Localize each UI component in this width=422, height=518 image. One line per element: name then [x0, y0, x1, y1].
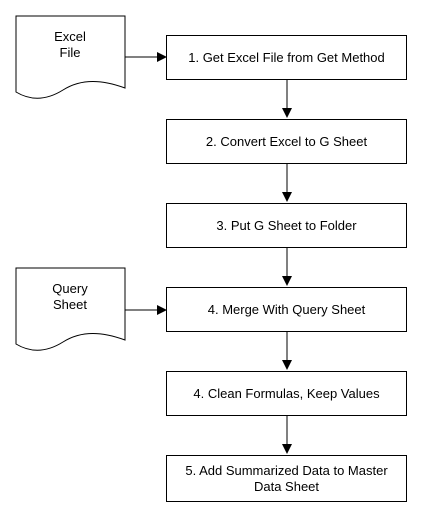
- step-get-excel-file: 1. Get Excel File from Get Method: [166, 35, 407, 80]
- document-shape-excel-file: [15, 15, 126, 99]
- step-put-sheet-to-folder: 3. Put G Sheet to Folder: [166, 203, 407, 248]
- step-clean-formulas: 4. Clean Formulas, Keep Values: [166, 371, 407, 416]
- document-label-excel-file: Excel File: [54, 29, 86, 60]
- step-add-summarized-data: 5. Add Summarized Data to Master Data Sh…: [166, 455, 407, 502]
- step-merge-with-query-sheet: 4. Merge With Query Sheet: [166, 287, 407, 332]
- document-shape-query-sheet: [15, 267, 126, 351]
- document-label-query-sheet: Query Sheet: [52, 281, 88, 312]
- step-convert-excel: 2. Convert Excel to G Sheet: [166, 119, 407, 164]
